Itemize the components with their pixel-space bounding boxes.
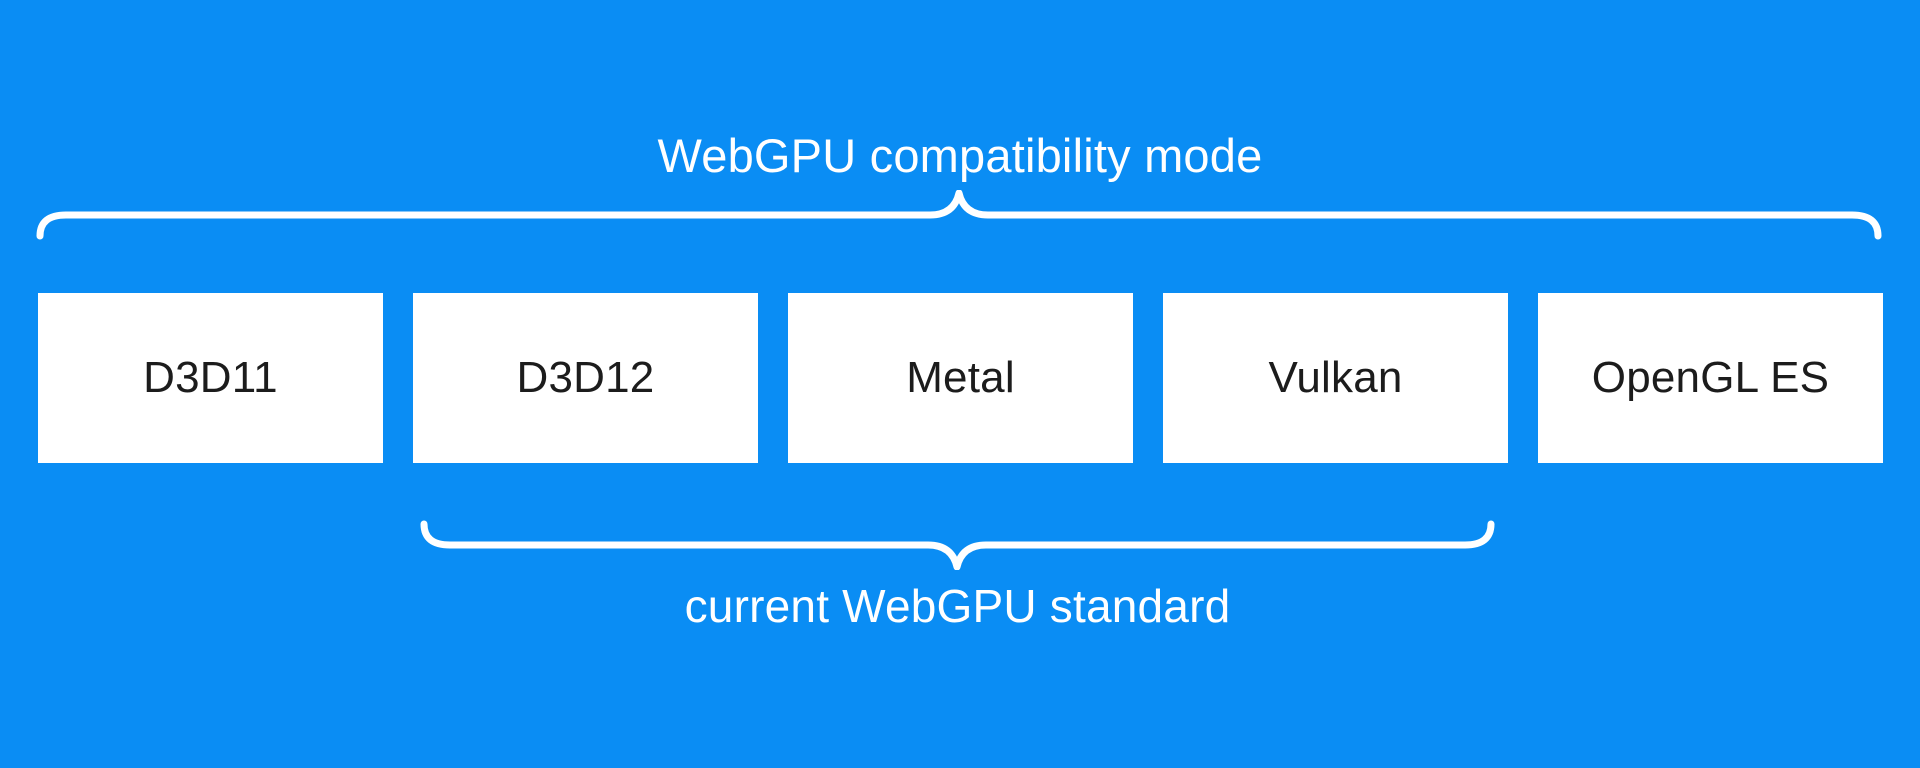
backend-label: Metal (906, 353, 1015, 402)
backend-box-d3d12: D3D12 (413, 293, 758, 463)
backend-box-d3d11: D3D11 (38, 293, 383, 463)
backend-box-metal: Metal (788, 293, 1133, 463)
bottom-brace-label: current WebGPU standard (684, 580, 1231, 632)
backend-box-vulkan: Vulkan (1163, 293, 1508, 463)
backend-row: D3D11 D3D12 Metal Vulkan OpenGL ES (38, 293, 1883, 463)
backend-label: Vulkan (1268, 353, 1403, 402)
backend-box-opengl-es: OpenGL ES (1538, 293, 1883, 463)
top-brace (36, 190, 1882, 240)
backend-label: D3D11 (143, 353, 278, 402)
backend-label: D3D12 (516, 353, 655, 402)
backend-label: OpenGL ES (1591, 353, 1830, 402)
top-brace-label: WebGPU compatibility mode (657, 129, 1263, 182)
bottom-brace (420, 520, 1495, 570)
